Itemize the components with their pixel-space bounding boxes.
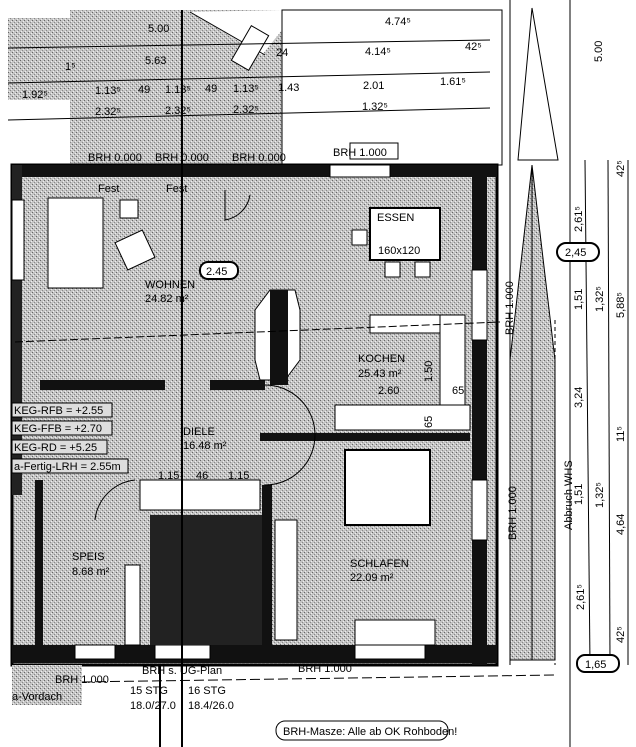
dim-right: 1,51 [573,289,585,310]
room-wohnen-area: 24.82 m² [145,293,189,305]
level-labels [11,402,129,474]
dim-kochen: 1.50 [423,361,435,382]
brh-label: BRH 0.000 [232,152,286,164]
dim-kochen: 65 [452,385,464,397]
dim-right: 4,64 [615,514,627,535]
dim-top: 49 [138,84,150,96]
dim-kochen: 65 [423,416,435,428]
stair-ratio: 18.0/27.0 [130,700,176,712]
dim-top: 1⁵ [65,61,76,73]
room-schlafen-name: SCHLAFEN [350,558,409,570]
dim-right: 5,88⁵ [615,292,627,318]
brh-label: BRH 1.000 [298,663,352,675]
room-diele-name: DIELE [183,426,215,438]
dim-top: 1.13⁵ [233,83,259,95]
room-schlafen-area: 22.09 m² [350,572,394,584]
room-kochen-area: 25.43 m² [358,368,402,380]
dim-right: 2,61⁵ [573,206,585,232]
dim-top: 42⁵ [465,41,482,53]
right-margin [509,0,571,747]
height-badge-right: 2,45 [565,247,586,259]
dim-right: 3,24 [573,387,585,408]
height-badge-right: 1,65 [585,659,606,671]
dim-top: 49 [205,83,217,95]
room-speis-area: 8.68 m² [72,566,110,578]
dim-diele: 1.15 [228,470,249,482]
dim-right: 2,61⁵ [575,584,587,610]
dim-kochen: 2.60 [378,385,399,397]
dim-top-vertical: 5.00 [593,41,605,62]
room-wohnen-name: WOHNEN [145,279,195,291]
dim-top: 4.74⁵ [385,16,411,28]
top-dimension-lines [7,39,491,121]
top-hatched-area [8,9,503,166]
dim-top: 4.14⁵ [365,46,391,58]
brh-label: BRH 0.000 [88,152,142,164]
stair-steps: 15 STG [130,685,168,697]
dim-top: 1.13⁵ [95,85,121,97]
dim-top: 5.00 [148,23,169,35]
dim-top: 1.13⁵ [165,84,191,96]
dim-top: 24 [276,47,288,59]
room-essen-name: ESSEN [377,212,414,224]
table-size: 160x120 [378,245,420,257]
dim-top: 5.63 [145,55,166,67]
brh-label: BRH 1.000 [333,147,387,159]
dim-right: 1,32⁵ [594,482,606,508]
brh-label: BRH s. UG-Plan [142,665,222,677]
level-label: KEG-RFB = +2.55 [14,405,103,417]
dim-diele: 46 [196,470,208,482]
dim-top: 1.43 [278,82,299,94]
dim-top: 1.32⁵ [362,101,388,113]
dim-right: 42⁵ [615,160,627,177]
fixed-window-label: Fest [166,183,187,195]
level-label: KEG-RD = +5.25 [14,442,97,454]
brh-label: BRH 1.000 [504,281,516,335]
abbruch-label: Abbruch WHS [563,460,575,530]
height-badge: 2.45 [206,266,227,278]
dim-right: 42⁵ [615,626,627,643]
stair-steps: 16 STG [188,685,226,697]
level-label: a-Fertig-LRH = 2.55m [14,461,121,473]
room-speis-name: SPEIS [72,551,104,563]
dim-top: 1.61⁵ [440,76,466,88]
brh-note: BRH-Masze: Alle ab OK Rohboden! [283,726,457,738]
dim-top: 1.92⁵ [22,89,48,101]
stair-ratio: 18.4/26.0 [188,700,234,712]
dim-top: 2.01 [363,80,384,92]
fixed-window-label: Fest [98,183,119,195]
dim-top: 2.32⁵ [233,104,259,116]
dim-top: 2.32⁵ [165,105,191,117]
room-diele-area: 16.48 m² [183,440,227,452]
dim-diele: 1.15 [158,470,179,482]
dim-top: 2.32⁵ [95,106,121,118]
dim-right: 11⁵ [615,426,627,442]
right-dimension-lines [584,159,629,666]
brh-label: BRH 0.000 [155,152,209,164]
dim-right: 1,32⁵ [594,286,606,312]
brh-label: BRH 1.000 [55,674,109,686]
vordach-label: a-Vordach [12,691,62,703]
dim-right: 1,51 [573,484,585,505]
room-kochen-name: KOCHEN [358,353,405,365]
level-label: KEG-FFB = +2.70 [14,423,102,435]
brh-label: BRH 1.000 [507,486,519,540]
